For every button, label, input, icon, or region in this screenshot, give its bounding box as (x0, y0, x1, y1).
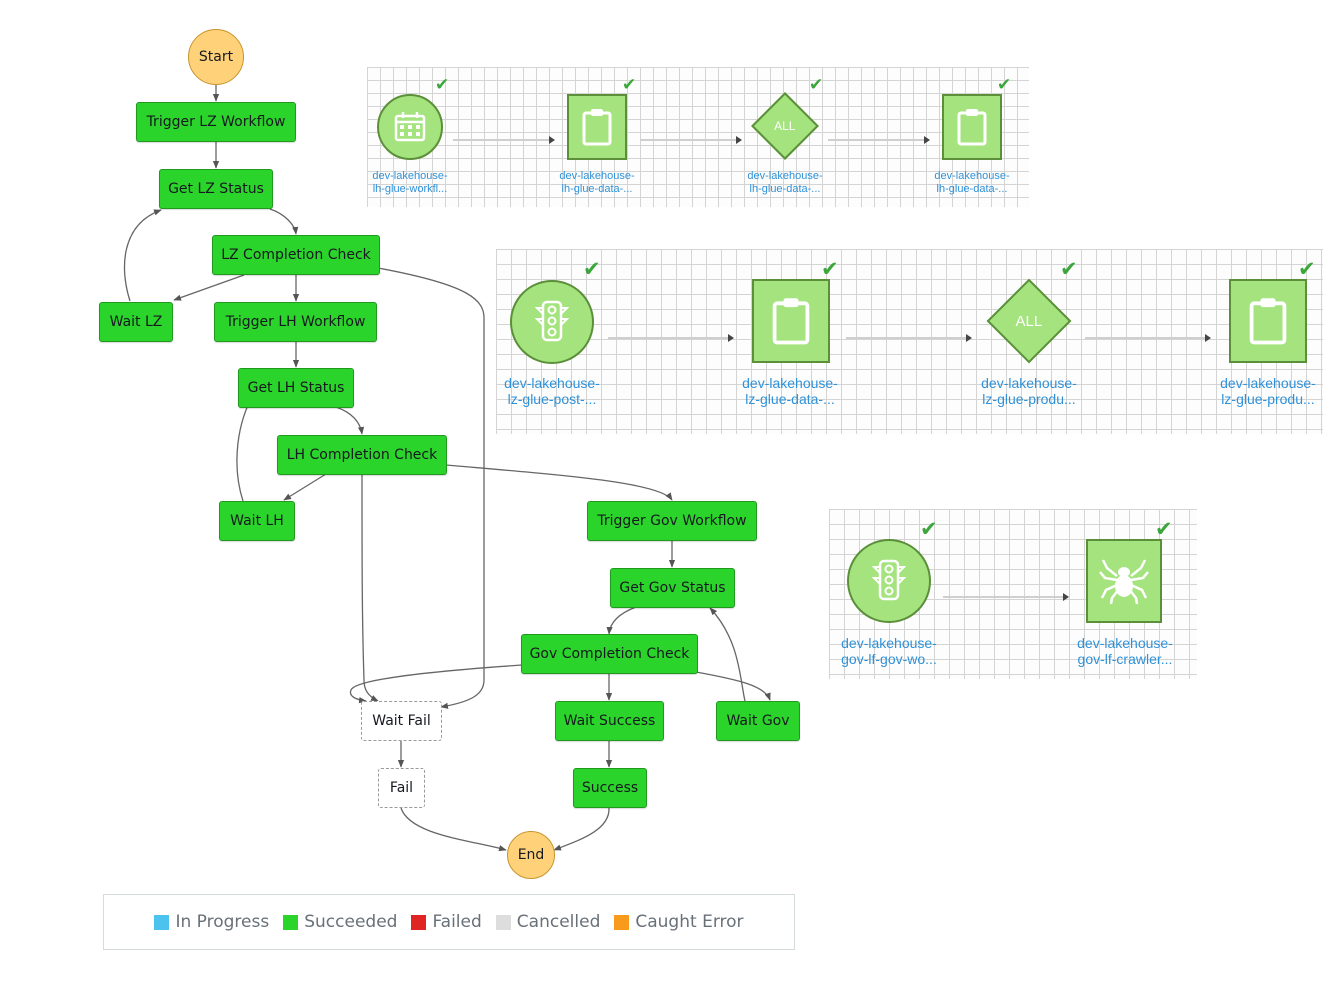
checkmark-icon: ✔ (1298, 257, 1316, 281)
lh-edge-3 (828, 136, 930, 144)
gov-trigger-node[interactable] (847, 539, 931, 623)
gov-glue-workflow-graph[interactable]: ✔ dev-lakehouse-gov-lf-gov-wo... ✔ dev-l… (829, 509, 1197, 679)
all-condition-icon: ALL (1015, 312, 1043, 330)
lh-trigger-label[interactable]: dev-lakehouse-lh-glue-workfl... (372, 170, 448, 195)
trigger-lz-workflow-state[interactable]: Trigger LZ Workflow (136, 102, 296, 142)
checkmark-icon: ✔ (435, 75, 450, 95)
clipboard-icon (772, 298, 810, 345)
checkmark-icon: ✔ (997, 75, 1012, 95)
legend-label: Caught Error (635, 912, 744, 932)
wait-lz-state[interactable]: Wait LZ (99, 302, 173, 342)
checkmark-icon: ✔ (1060, 257, 1078, 281)
lz-job-2-label[interactable]: dev-lakehouse-lz-glue-produ... (1220, 375, 1316, 408)
lz-job-node-1[interactable] (752, 279, 830, 363)
checkmark-icon: ✔ (920, 517, 938, 541)
legend-item-in-progress: In Progress (154, 912, 269, 932)
gov-trigger-label[interactable]: dev-lakehouse-gov-lf-gov-wo... (841, 635, 937, 668)
legend-label: Cancelled (516, 912, 601, 932)
calendar-icon (394, 112, 426, 142)
trigger-gov-workflow-state[interactable]: Trigger Gov Workflow (587, 501, 757, 541)
get-lh-status-state[interactable]: Get LH Status (238, 368, 354, 408)
gov-completion-check-state[interactable]: Gov Completion Check (521, 634, 698, 674)
wait-lh-state[interactable]: Wait LH (219, 501, 295, 541)
lz-trigger-node[interactable] (510, 280, 594, 364)
lh-completion-check-state[interactable]: LH Completion Check (277, 435, 447, 475)
clipboard-icon (957, 109, 987, 146)
trigger-lh-workflow-state[interactable]: Trigger LH Workflow (214, 302, 377, 342)
lz-job-node-2[interactable] (1229, 279, 1307, 363)
clipboard-icon (1249, 298, 1287, 345)
lh-trigger-node[interactable] (377, 94, 443, 160)
legend-item-succeeded: Succeeded (283, 912, 397, 932)
failed-swatch (411, 914, 427, 930)
success-state[interactable]: Success (573, 768, 647, 808)
checkmark-icon: ✔ (821, 257, 839, 281)
legend-label: Failed (432, 912, 482, 932)
wait-gov-state[interactable]: Wait Gov (716, 701, 800, 741)
checkmark-icon: ✔ (1155, 517, 1173, 541)
all-condition-icon: ALL (774, 118, 796, 133)
get-gov-status-state[interactable]: Get Gov Status (610, 568, 735, 608)
lz-trigger-label[interactable]: dev-lakehouse-lz-glue-post-... (504, 375, 600, 408)
lz-condition-node[interactable]: ALL (986, 278, 1072, 364)
lh-glue-workflow-graph[interactable]: ✔ dev-lakehouse-lh-glue-workfl... ✔ dev-… (367, 67, 1029, 207)
traffic-light-icon (535, 300, 569, 342)
lh-job-1-label[interactable]: dev-lakehouse-lh-glue-data-... (559, 170, 635, 195)
lz-condition-label[interactable]: dev-lakehouse-lz-glue-produ... (981, 375, 1077, 408)
clipboard-icon (582, 109, 612, 146)
gov-crawler-node[interactable] (1086, 539, 1162, 623)
wait-success-state[interactable]: Wait Success (555, 701, 664, 741)
legend-item-cancelled: Cancelled (495, 912, 601, 932)
lh-job-2-label[interactable]: dev-lakehouse-lh-glue-data-... (934, 170, 1010, 195)
lz-completion-check-state[interactable]: LZ Completion Check (212, 235, 380, 275)
status-legend: In Progress Succeeded Failed Cancelled C… (103, 894, 795, 950)
lh-condition-node[interactable]: ALL (751, 92, 819, 160)
get-lz-status-state[interactable]: Get LZ Status (159, 169, 273, 209)
start-node[interactable]: Start (188, 29, 244, 85)
lh-edge-1 (453, 136, 555, 144)
gov-edge-1 (943, 593, 1069, 601)
legend-item-caught-error: Caught Error (614, 912, 744, 932)
legend-label: Succeeded (304, 912, 398, 932)
checkmark-icon: ✔ (583, 257, 601, 281)
fail-state[interactable]: Fail (378, 768, 425, 808)
in-progress-swatch (154, 914, 170, 930)
lz-glue-workflow-graph[interactable]: ✔ dev-lakehouse-lz-glue-post-... ✔ dev-l… (496, 249, 1323, 434)
traffic-light-icon (872, 559, 906, 601)
lz-edge-3 (1085, 334, 1211, 342)
cancelled-swatch (495, 914, 511, 930)
lz-edge-2 (846, 334, 972, 342)
wait-fail-state[interactable]: Wait Fail (361, 701, 442, 741)
succeeded-swatch (283, 914, 299, 930)
end-node[interactable]: End (507, 831, 555, 879)
lh-job-node-1[interactable] (567, 94, 627, 160)
lh-job-node-2[interactable] (942, 94, 1002, 160)
lz-job-1-label[interactable]: dev-lakehouse-lz-glue-data-... (742, 375, 838, 408)
checkmark-icon: ✔ (622, 75, 637, 95)
crawler-spider-icon (1099, 559, 1149, 604)
lh-edge-2 (640, 136, 742, 144)
legend-label: In Progress (175, 912, 270, 932)
lz-edge-1 (608, 334, 734, 342)
gov-crawler-label[interactable]: dev-lakehouse-gov-lf-crawler... (1077, 635, 1173, 668)
caught-error-swatch (614, 914, 630, 930)
lh-condition-label[interactable]: dev-lakehouse-lh-glue-data-... (747, 170, 823, 195)
checkmark-icon: ✔ (809, 75, 824, 95)
legend-item-failed: Failed (411, 912, 482, 932)
